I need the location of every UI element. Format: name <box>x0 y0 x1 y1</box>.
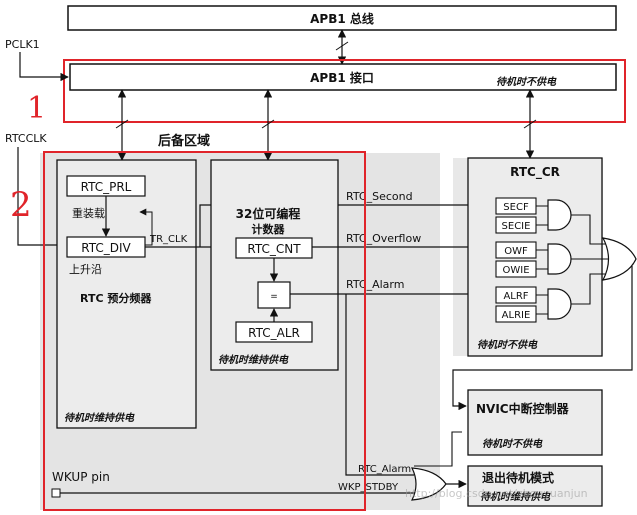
alarm2-label: RTC_Alarm <box>358 464 411 475</box>
comparator-box <box>257 281 291 309</box>
second-line <box>199 200 497 247</box>
wkp-stdby-label: WKP_STDBY <box>338 482 399 493</box>
rtc-prl-label: RTC_PRL <box>81 180 132 194</box>
cr-bit-secie-label: SECIE <box>502 221 531 232</box>
reload-label: 重装载 <box>72 206 105 220</box>
rtc-div-label: RTC_DIV <box>81 241 131 255</box>
wkup-pin-terminal <box>51 488 61 498</box>
second-label: RTC_Second <box>346 190 413 203</box>
backup-domain-title: 后备区域 <box>158 133 210 149</box>
alarm-label: RTC_Alarm <box>346 278 404 291</box>
counter-note: 待机时维持供电 <box>218 354 289 366</box>
comparator-label: = <box>270 292 278 302</box>
overflow-label: RTC_Overflow <box>346 232 421 245</box>
apb1-bus-title: APB1 总线 <box>310 11 374 26</box>
nvic-block <box>467 389 603 456</box>
cr-bit-owie-label: OWIE <box>502 265 529 276</box>
tr-clk-label: TR_CLK <box>149 234 188 245</box>
interrupt-to-nvic-line <box>452 266 633 411</box>
rtcclk-label: RTCCLK <box>5 132 47 145</box>
wkup-pin-label: WKUP pin <box>52 470 110 484</box>
and-or-line-3 <box>571 273 608 305</box>
apb1-interface-note: 待机时不供电 <box>496 76 557 88</box>
counter-title-1: 32位可编程 <box>236 206 301 221</box>
and-gate-alarm <box>536 288 572 320</box>
cr-bit-secf-label: SECF <box>503 202 529 213</box>
rtc-alr-box <box>235 321 313 343</box>
annotation-box-1 <box>63 59 626 123</box>
rtcclk-line <box>17 147 67 250</box>
counter-title-2: 计数器 <box>252 222 286 236</box>
reload-feedback-line <box>139 208 153 246</box>
exit-standby-title: 退出待机模式 <box>482 470 554 485</box>
annotation-box-2 <box>43 151 366 511</box>
prescaler-note: 待机时维持供电 <box>64 412 135 424</box>
nvic-note: 待机时不供电 <box>482 438 543 450</box>
or-gate-standby <box>410 467 447 501</box>
cr-bit-owf-label: OWF <box>504 246 528 257</box>
cr-bit-alrie-label: ALRIE <box>502 310 531 321</box>
cr-bit-alrf-label: ALRF <box>503 291 528 302</box>
prescaler-block <box>56 159 197 429</box>
apb1-interface-title: APB1 接口 <box>310 70 374 85</box>
pclk1-label: PCLK1 <box>5 38 40 51</box>
rtc-cr-title: RTC_CR <box>510 165 560 180</box>
and-gate-overflow <box>536 243 572 275</box>
rtc-cnt-label: RTC_CNT <box>247 242 301 256</box>
prescaler-title: RTC 预分频器 <box>80 291 152 305</box>
exit-standby-note: 待机时维持供电 <box>480 491 551 503</box>
rtc-alr-label: RTC_ALR <box>248 326 300 340</box>
and-or-line-1 <box>571 214 608 245</box>
and-gate-second <box>536 199 572 231</box>
annotation-mark-1: 1 <box>27 91 46 126</box>
pclk1-line <box>19 52 69 82</box>
rtc-cr-note: 待机时不供电 <box>477 339 538 351</box>
nvic-title: NVIC中断控制器 <box>476 401 570 416</box>
exit-standby-block <box>467 465 603 507</box>
annotation-mark-2: 2 <box>10 185 32 225</box>
watermark: http://blog.csdn.net/zhouyuanjun <box>405 487 588 500</box>
or-gate-interrupt <box>601 237 637 281</box>
alarm2-line <box>414 431 462 467</box>
rising-edge-label: 上升沿 <box>69 263 102 276</box>
apb1-interface-box <box>69 63 617 91</box>
alarm-to-standby-line <box>345 294 414 476</box>
